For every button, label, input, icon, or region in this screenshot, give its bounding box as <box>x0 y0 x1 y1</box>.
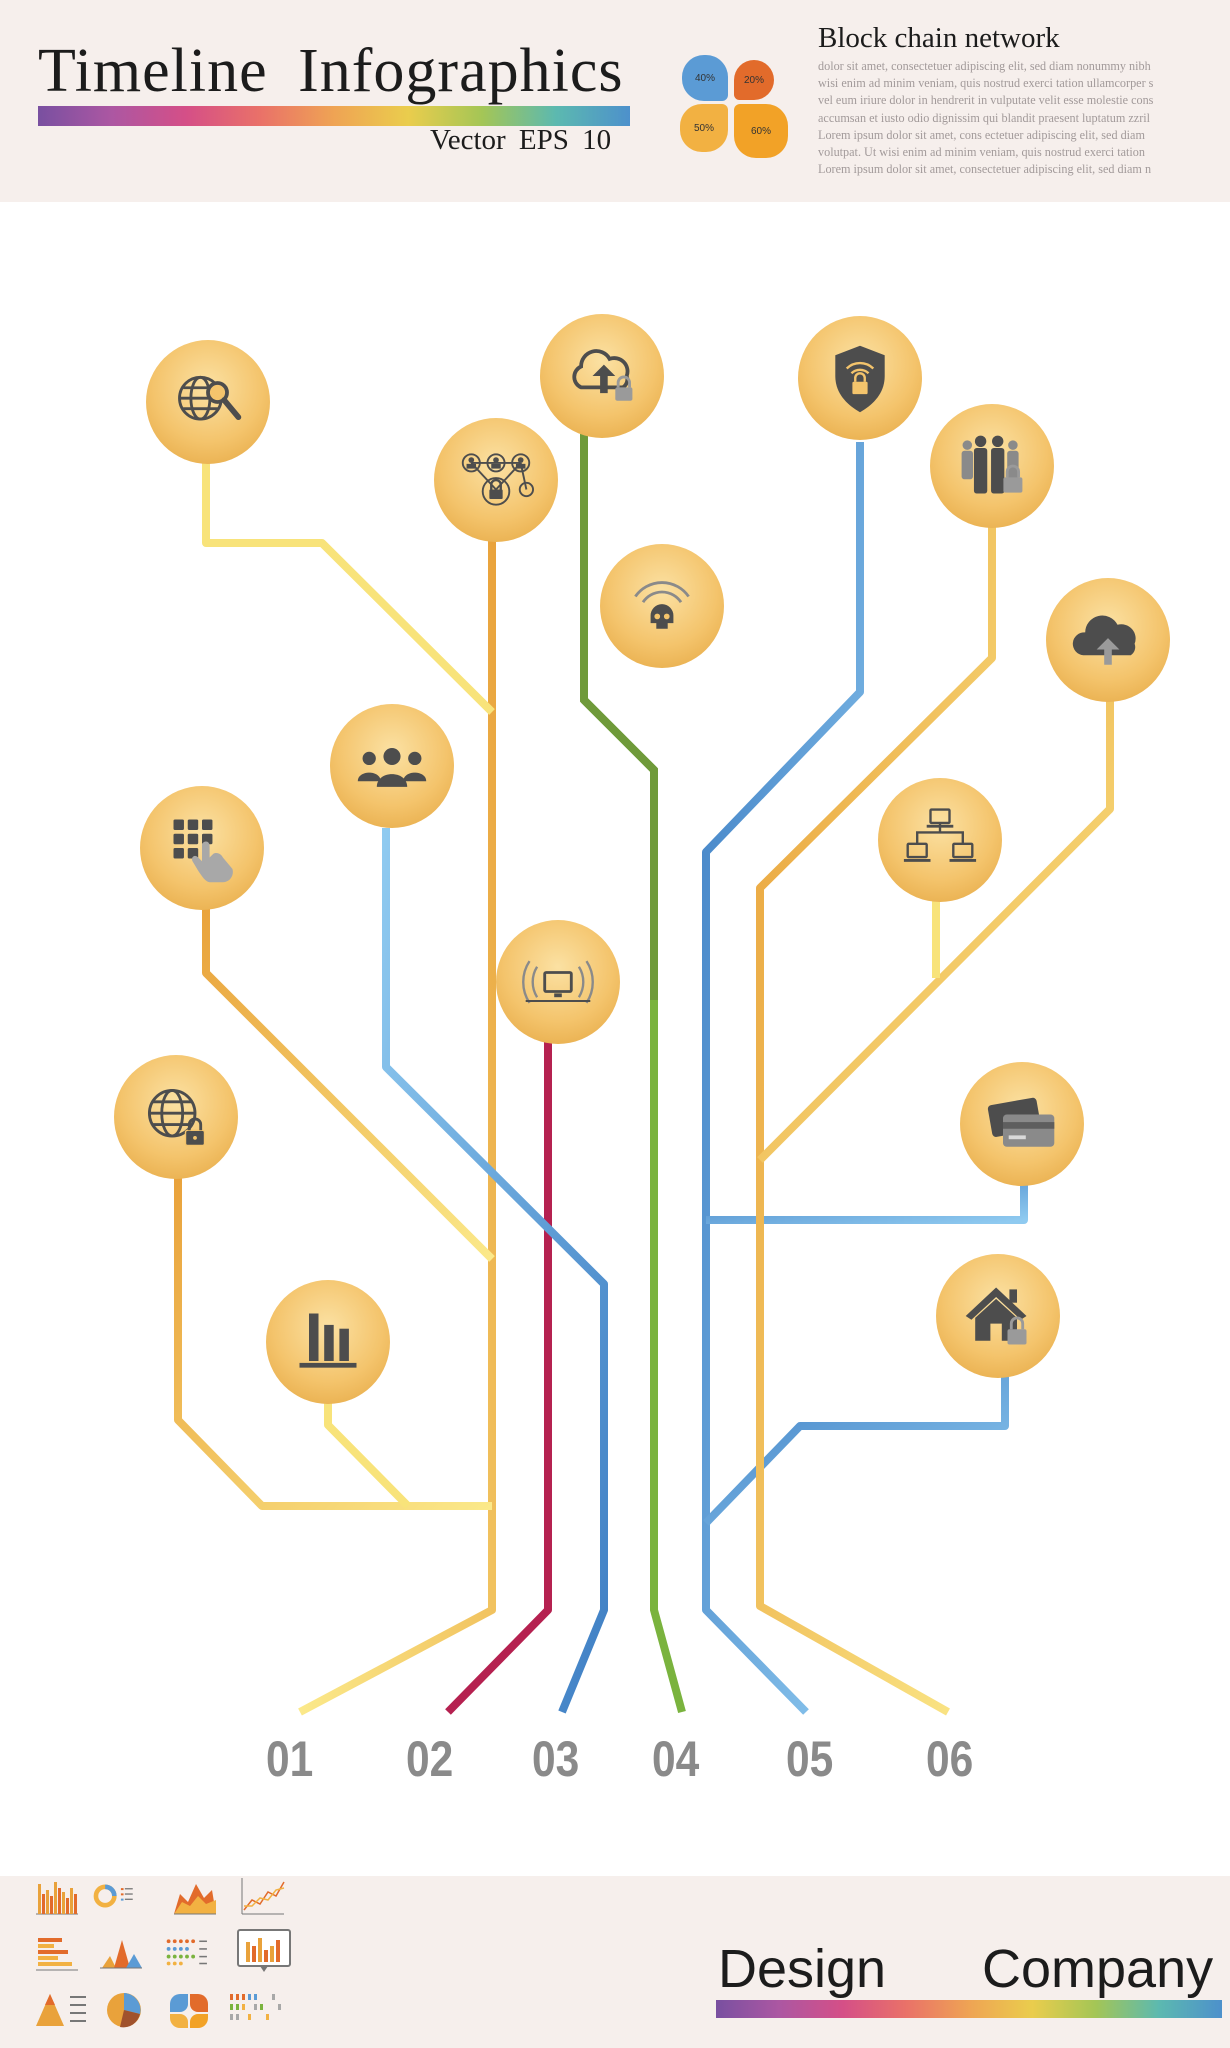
globe-lock-icon <box>147 1088 206 1147</box>
branch-line <box>202 462 495 715</box>
credit-card-icon <box>987 1097 1055 1147</box>
node-globe-search[interactable] <box>146 340 270 464</box>
mini-pie-chart-icon <box>107 1993 141 2028</box>
node-globe-lock[interactable] <box>114 1055 238 1179</box>
node-wireless-monitor[interactable] <box>496 920 620 1044</box>
node-cloud-upload-lock[interactable] <box>540 314 664 438</box>
node-credit-card[interactable] <box>960 1062 1084 1186</box>
brand-name-left: Design <box>718 1939 887 1999</box>
brand-name-right: Company <box>982 1939 1214 1999</box>
node-computer-network[interactable] <box>878 778 1002 902</box>
network-lock-icon <box>461 453 534 506</box>
node-network-lock[interactable] <box>434 418 558 542</box>
title-rainbow-bar <box>38 106 630 126</box>
block-text-line: Lorem ipsum dolor sit amet, consectetuer… <box>818 162 1152 177</box>
home-lock-icon <box>965 1287 1027 1345</box>
block-text-line: vel eum iriure dolor in hendrerit in vul… <box>818 93 1154 108</box>
branch-line <box>703 1370 1009 1526</box>
branch-line <box>324 1398 411 1509</box>
mini-petal-chart-icon <box>170 1994 208 2028</box>
branch-line <box>174 1175 492 1510</box>
timeline-number: 02 <box>406 1731 454 1787</box>
page-title: Timeline Infographics <box>38 37 624 105</box>
timeline-number: 01 <box>266 1731 314 1787</box>
mini-people-chart-icon <box>166 1939 207 1966</box>
wireless-monitor-icon <box>522 960 594 1004</box>
mini-bar-chart-icon <box>36 1882 78 1915</box>
branch-line <box>706 1182 1028 1224</box>
node-people-group[interactable] <box>330 704 454 828</box>
node-keypad-touch[interactable] <box>140 786 264 910</box>
block-text-line: volutpat. Ut wisi enim ad minim veniam, … <box>818 145 1145 160</box>
keypad-touch-icon <box>173 819 233 883</box>
node-cloud-upload[interactable] <box>1046 578 1170 702</box>
petal-badge: 20% <box>734 60 774 100</box>
brand-rainbow-bar <box>716 2000 1222 2018</box>
node-team-lock[interactable] <box>930 404 1054 528</box>
block-text-line: accumsan et iusto odio dignissim qui bla… <box>818 110 1151 125</box>
branch-line <box>757 700 1114 1163</box>
block-title: Block chain network <box>818 22 1060 54</box>
branch-line <box>202 894 495 1262</box>
mini-area-chart-icon <box>174 1884 216 1915</box>
mini-pyramid-chart-icon <box>36 1994 86 2026</box>
mini-monitor-chart-icon <box>237 1929 291 1972</box>
branch-line <box>756 523 996 1716</box>
page-subtitle: Vector EPS 10 <box>430 124 612 156</box>
computer-network-icon <box>903 808 977 862</box>
team-lock-icon <box>961 435 1023 494</box>
branch-line <box>702 442 864 1715</box>
block-text: dolor sit amet, consectetuer adipiscing … <box>818 58 1222 178</box>
people-group-icon <box>357 747 427 787</box>
node-home-lock[interactable] <box>936 1254 1060 1378</box>
block-text-line: wisi enim ad minim veniam, quis nostrud … <box>818 76 1154 91</box>
mini-peak-chart-icon <box>100 1940 142 1969</box>
timeline-number: 06 <box>926 1731 974 1787</box>
timeline-number: 03 <box>532 1731 580 1787</box>
timeline-number: 05 <box>786 1731 834 1787</box>
shield-wifi-lock-icon <box>835 345 885 413</box>
cloud-upload-icon <box>1072 615 1136 665</box>
mini-donut-chart-icon <box>93 1884 133 1908</box>
node-bar-chart[interactable] <box>266 1280 390 1404</box>
cloud-upload-lock-icon <box>572 349 633 401</box>
branch-line <box>382 828 608 1714</box>
globe-search-icon <box>178 375 242 421</box>
node-wifi-skull[interactable] <box>600 544 724 668</box>
block-text-line: dolor sit amet, consectetuer adipiscing … <box>818 59 1151 73</box>
node-shield-wifi-lock[interactable] <box>798 316 922 440</box>
timeline-number: 04 <box>652 1731 700 1787</box>
petal-badge: 50% <box>680 104 728 152</box>
footer-band <box>0 1876 1230 2048</box>
bar-chart-icon <box>299 1313 357 1368</box>
mini-horizontal-bar-icon <box>36 1938 78 1971</box>
branch-line <box>298 505 496 1716</box>
wifi-skull-icon <box>634 581 690 629</box>
mini-line-chart-icon <box>241 1878 285 1915</box>
petal-badge: 40% <box>682 55 728 101</box>
header-band: Timeline Infographics Vector EPS 10 40% … <box>0 0 1230 202</box>
petal-badge: 60% <box>734 104 788 158</box>
block-text-line: Lorem ipsum dolor sit amet, cons ectetue… <box>818 127 1145 142</box>
branch-line <box>580 432 658 1000</box>
mini-grid-chart-icon <box>230 1994 281 2020</box>
